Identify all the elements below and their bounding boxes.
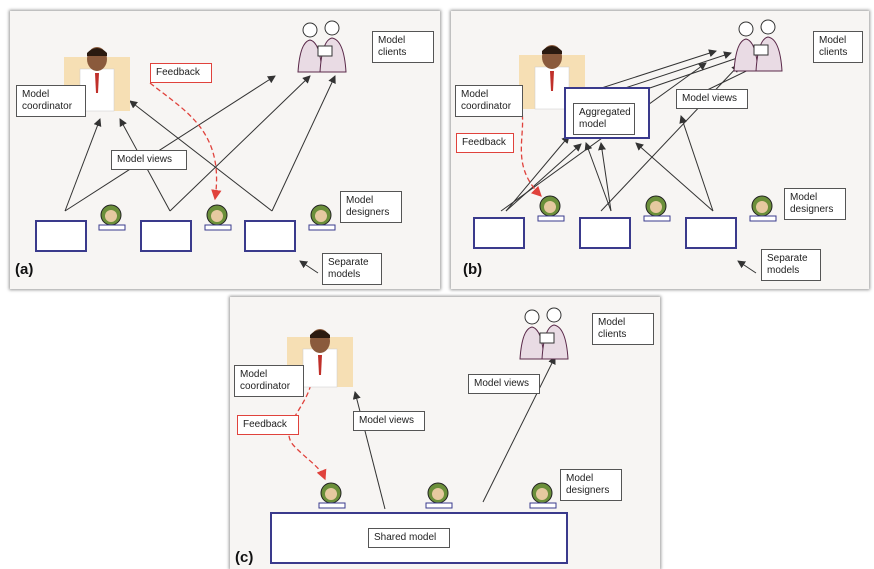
clients-icon: [512, 303, 576, 361]
clients-icon: [726, 15, 790, 73]
arrow-view: [640, 53, 747, 92]
arrow-view: [352, 391, 386, 510]
model-designers-label: Model designers: [784, 188, 846, 220]
separate-model-box: [244, 220, 296, 252]
model-coordinator-label: Model coordinator: [234, 365, 304, 397]
model-coordinator-label: Model coordinator: [16, 85, 86, 117]
separate-models-label: Separate models: [761, 249, 821, 281]
arrow-view: [505, 143, 582, 212]
designer-icon: [527, 481, 557, 509]
arrow-view: [64, 118, 102, 212]
model-designers-label: Model designers: [340, 191, 402, 223]
designer-icon: [316, 481, 346, 509]
designer-icon: [202, 203, 232, 231]
model-designers-label: Model designers: [560, 469, 622, 501]
model-views-label: Model views: [676, 89, 748, 109]
model-coordinator-label: Model coordinator: [455, 85, 523, 117]
separate-model-box: [35, 220, 87, 252]
model-clients-label: Model clients: [813, 31, 863, 63]
designer-icon: [747, 194, 777, 222]
arrow-view: [505, 135, 570, 212]
panel-b: Model clients Model coordinator Aggregat…: [451, 11, 869, 289]
separate-model-box: [140, 220, 192, 252]
designer-icon: [641, 194, 671, 222]
model-views-label: Model views: [353, 411, 425, 431]
arrow-view: [129, 100, 273, 212]
feedback-label: Feedback: [150, 63, 212, 83]
shared-model-box: [270, 512, 568, 564]
panel-tag: (a): [15, 261, 34, 278]
arrow-view: [271, 75, 336, 212]
arrow-view: [679, 115, 714, 212]
separate-model-box: [473, 217, 525, 249]
arrow-view: [482, 356, 556, 503]
designer-icon: [96, 203, 126, 231]
separate-model-box: [685, 217, 737, 249]
model-clients-label: Model clients: [372, 31, 434, 63]
arrow-view: [635, 142, 714, 212]
panel-a: Model clients Model coordinator Feedback…: [10, 11, 440, 289]
model-views-label: Model views: [468, 374, 540, 394]
feedback-arrow: [288, 376, 327, 481]
feedback-label: Feedback: [237, 415, 299, 435]
arrow-view: [584, 142, 612, 212]
arrow-view: [615, 51, 732, 92]
designer-icon: [306, 203, 336, 231]
arrow-view: [169, 75, 311, 212]
designer-icon: [423, 481, 453, 509]
shared-model-label: Shared model: [368, 528, 450, 548]
arrow-view: [64, 75, 276, 212]
clients-icon: [290, 16, 354, 74]
separate-models-pointer: [299, 260, 319, 274]
separate-models-label: Separate models: [322, 253, 382, 285]
panel-tag: (c): [235, 549, 254, 566]
separate-models-pointer: [737, 260, 757, 274]
panel-tag: (b): [463, 261, 483, 278]
panel-c: Model clients Model coordinator Model vi…: [230, 297, 660, 569]
aggregated-model-label: Aggregated model: [573, 103, 635, 135]
designer-icon: [535, 194, 565, 222]
arrow-view: [598, 142, 612, 212]
model-views-label: Model views: [111, 150, 187, 170]
feedback-label: Feedback: [456, 133, 514, 153]
arrow-view: [585, 49, 717, 94]
feedback-arrow: [149, 82, 222, 201]
separate-model-box: [579, 217, 631, 249]
model-clients-label: Model clients: [592, 313, 654, 345]
panel-a-arrows: [64, 75, 336, 274]
